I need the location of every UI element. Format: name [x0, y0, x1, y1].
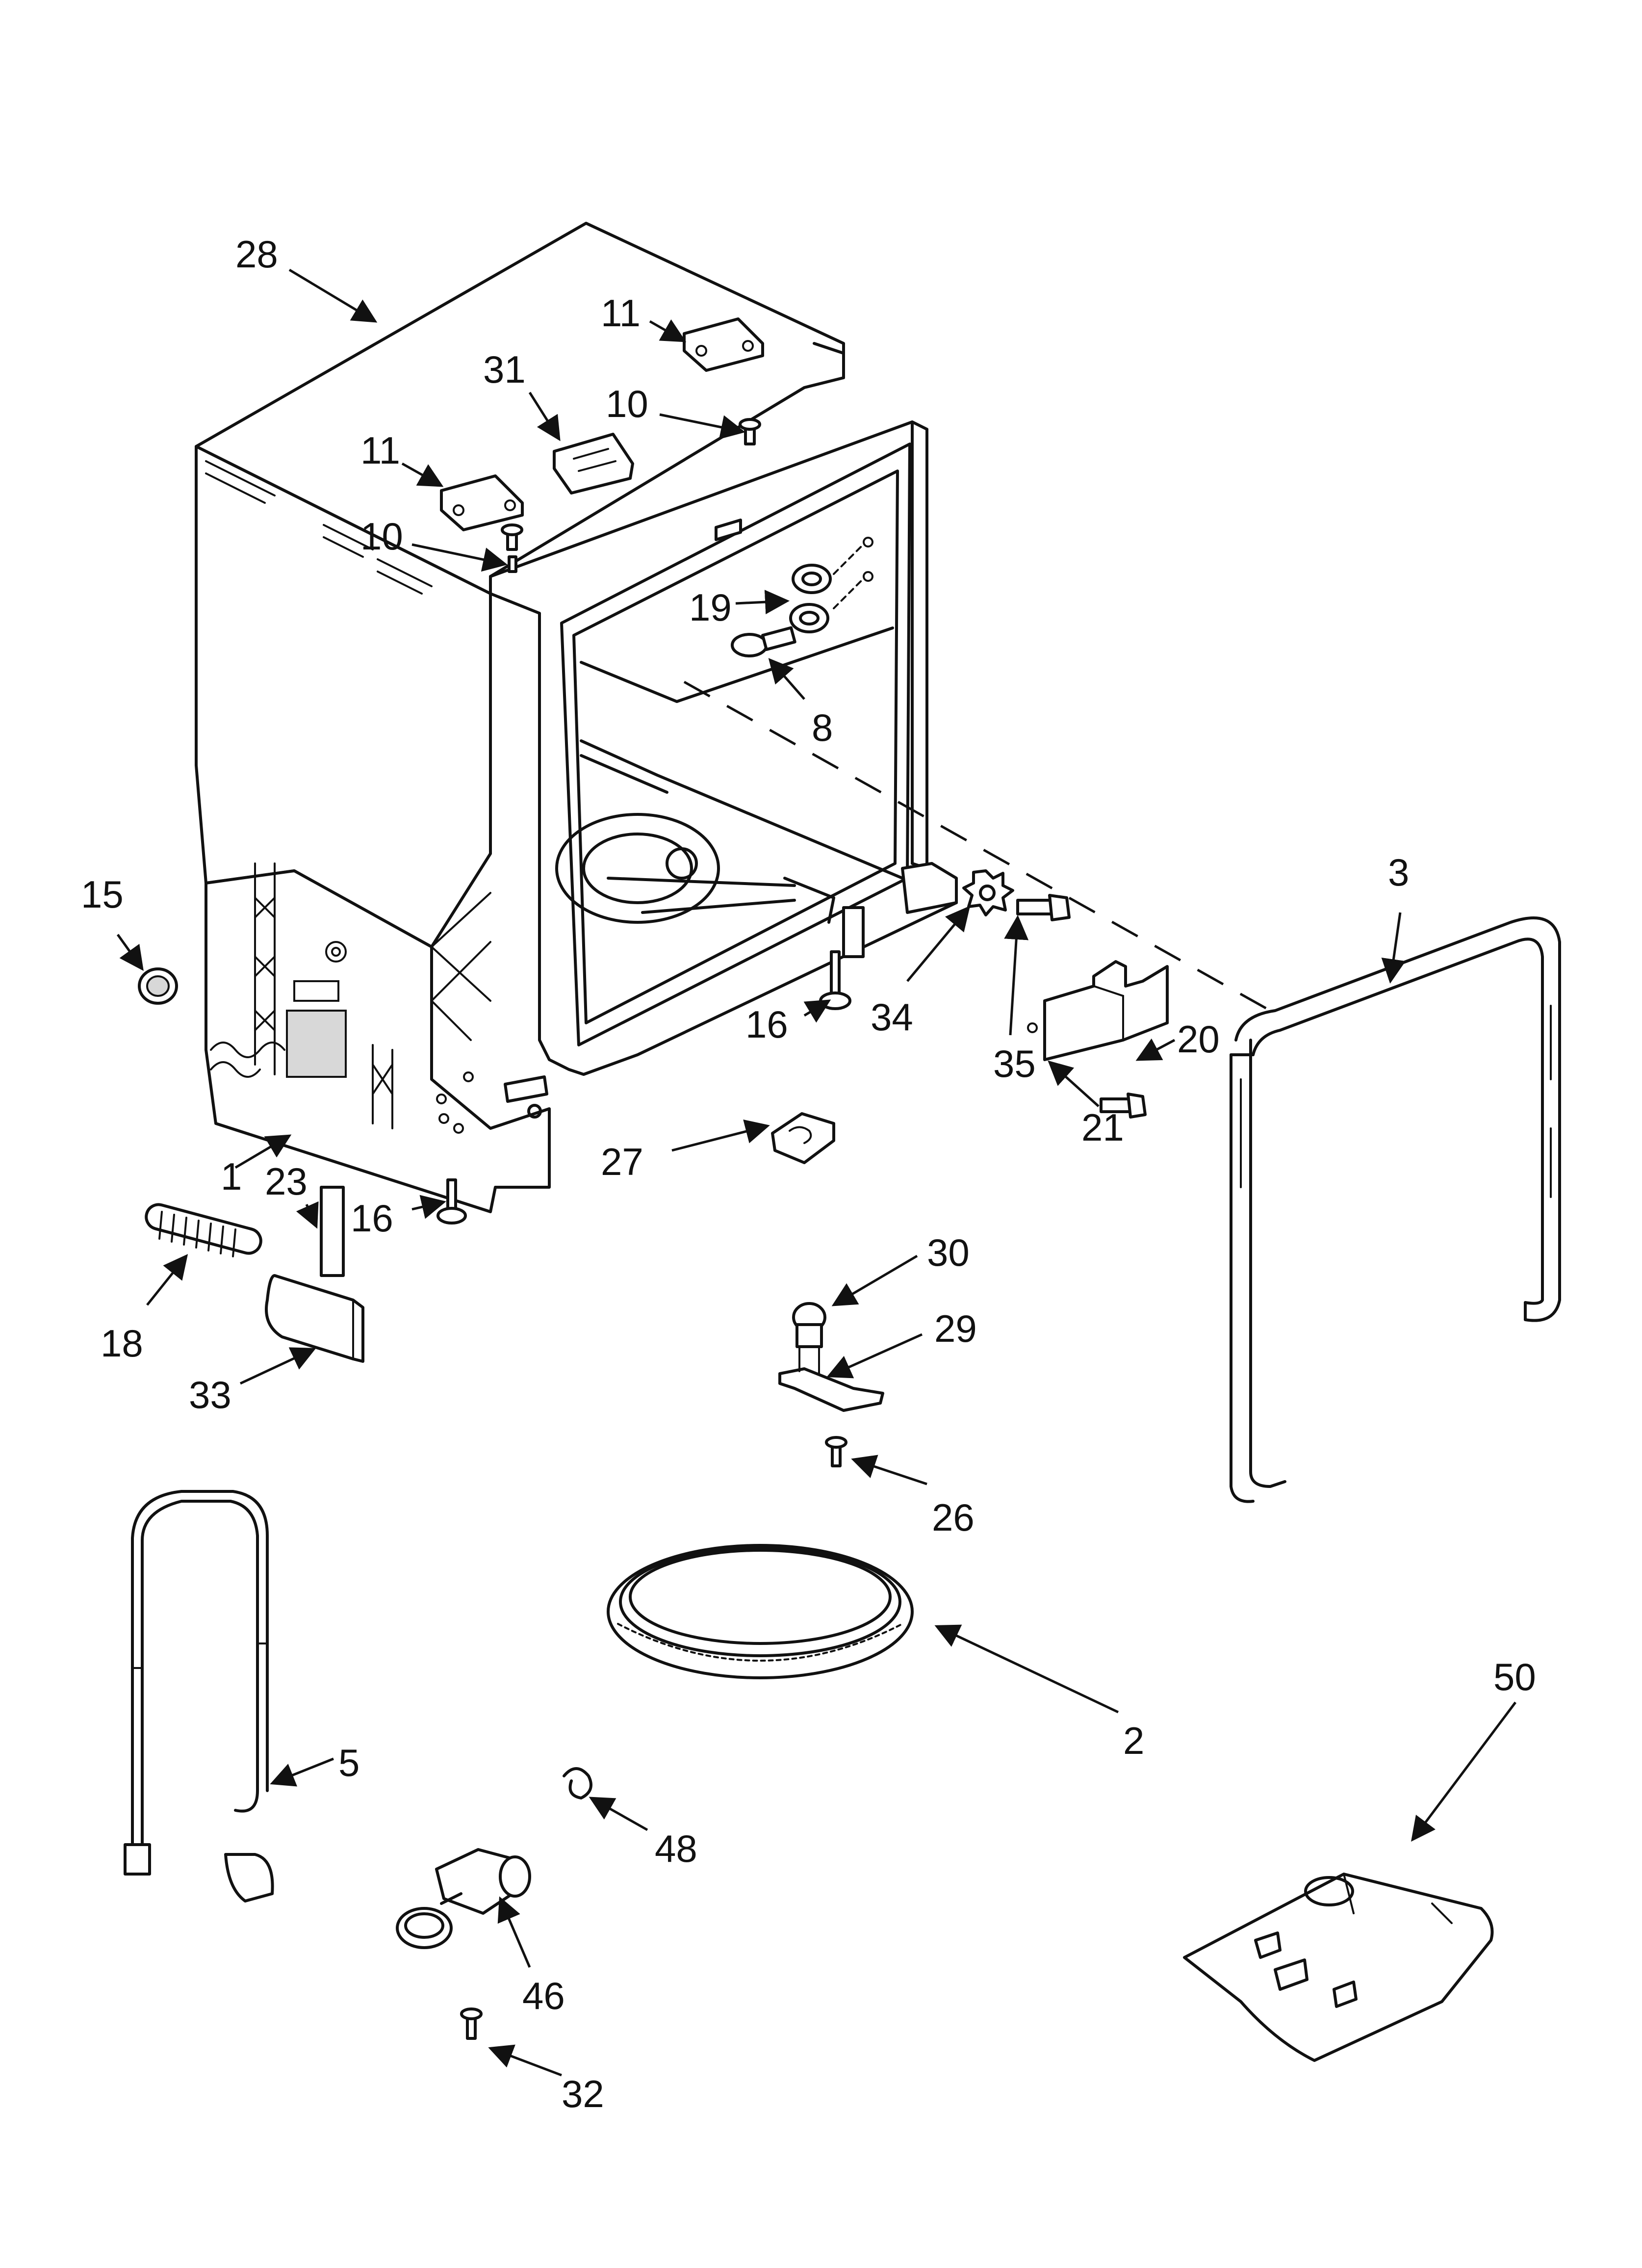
screw-10-lower: [501, 523, 523, 573]
callout-35: 35: [993, 1042, 1036, 1085]
callout-11-lower: 11: [360, 429, 400, 472]
plug-15: [138, 967, 178, 1005]
tub-assembly: [195, 222, 958, 1213]
callout-28: 28: [235, 233, 278, 276]
parts-bag-50: [1183, 1873, 1494, 2062]
callout-18: 18: [101, 1322, 143, 1365]
clip-48: [563, 1767, 592, 1799]
callout-5: 5: [338, 1741, 359, 1784]
callout-16-upper: 16: [745, 1003, 788, 1046]
callout-48: 48: [655, 1827, 697, 1870]
callout-20: 20: [1177, 1017, 1220, 1061]
hinge-bracket-upper: [683, 317, 764, 372]
callout-50: 50: [1493, 1655, 1536, 1698]
callout-15: 15: [81, 873, 124, 916]
inner-sump: [555, 813, 835, 924]
strip-23: [320, 1186, 345, 1277]
pad-33: [265, 1274, 364, 1363]
callout-16-lower: 16: [351, 1197, 393, 1240]
bracket-29: [778, 1346, 884, 1412]
callout-21: 21: [1081, 1106, 1124, 1149]
callout-27: 27: [601, 1140, 643, 1183]
callout-32: 32: [562, 2072, 604, 2115]
clip-27: [771, 1112, 835, 1164]
reference-line: [683, 680, 1271, 1012]
callout-31: 31: [483, 348, 526, 391]
callout-19: 19: [689, 586, 732, 629]
spring-18: [145, 1203, 262, 1257]
star-washer-34: [962, 869, 1014, 916]
callout-46: 46: [522, 1974, 565, 2017]
hose-5: [124, 1490, 274, 1903]
callout-8: 8: [812, 706, 833, 749]
callout-29: 29: [934, 1307, 977, 1350]
clip-31: [553, 433, 634, 495]
screw-26: [825, 1436, 847, 1467]
sump-gasket-2: [607, 1544, 914, 1679]
callout-30: 30: [927, 1231, 970, 1274]
screw-20: [1100, 1093, 1147, 1119]
callout-33: 33: [189, 1373, 231, 1416]
leader-lines: [116, 268, 1516, 2077]
leveling-leg-16-upper: [819, 950, 851, 1010]
door-gasket-3: [1230, 916, 1561, 1503]
callout-2: 2: [1123, 1719, 1144, 1762]
callout-1: 1: [221, 1155, 242, 1198]
rack-rollers-19: [789, 537, 873, 633]
callout-23: 23: [265, 1160, 308, 1203]
callout-26: 26: [932, 1496, 975, 1539]
screw-8: [731, 626, 796, 657]
callout-11-upper: 11: [601, 291, 641, 335]
callout-10-lower: 10: [360, 515, 403, 558]
hinge-bracket-lower: [440, 474, 524, 531]
callout-3: 3: [1388, 851, 1409, 894]
callout-34: 34: [871, 995, 913, 1039]
switch-30: [792, 1302, 826, 1348]
screw-32: [460, 2007, 483, 2040]
callout-10-upper: 10: [606, 382, 648, 425]
screw-35: [1016, 894, 1071, 921]
fitting-46: [396, 1848, 531, 1949]
callout-labels: 28 11 31 10 11 10 19 8 15 3 16 34 20 35 …: [81, 233, 1536, 2115]
side-lattice: [210, 862, 491, 1134]
bracket-21: [1027, 960, 1169, 1061]
